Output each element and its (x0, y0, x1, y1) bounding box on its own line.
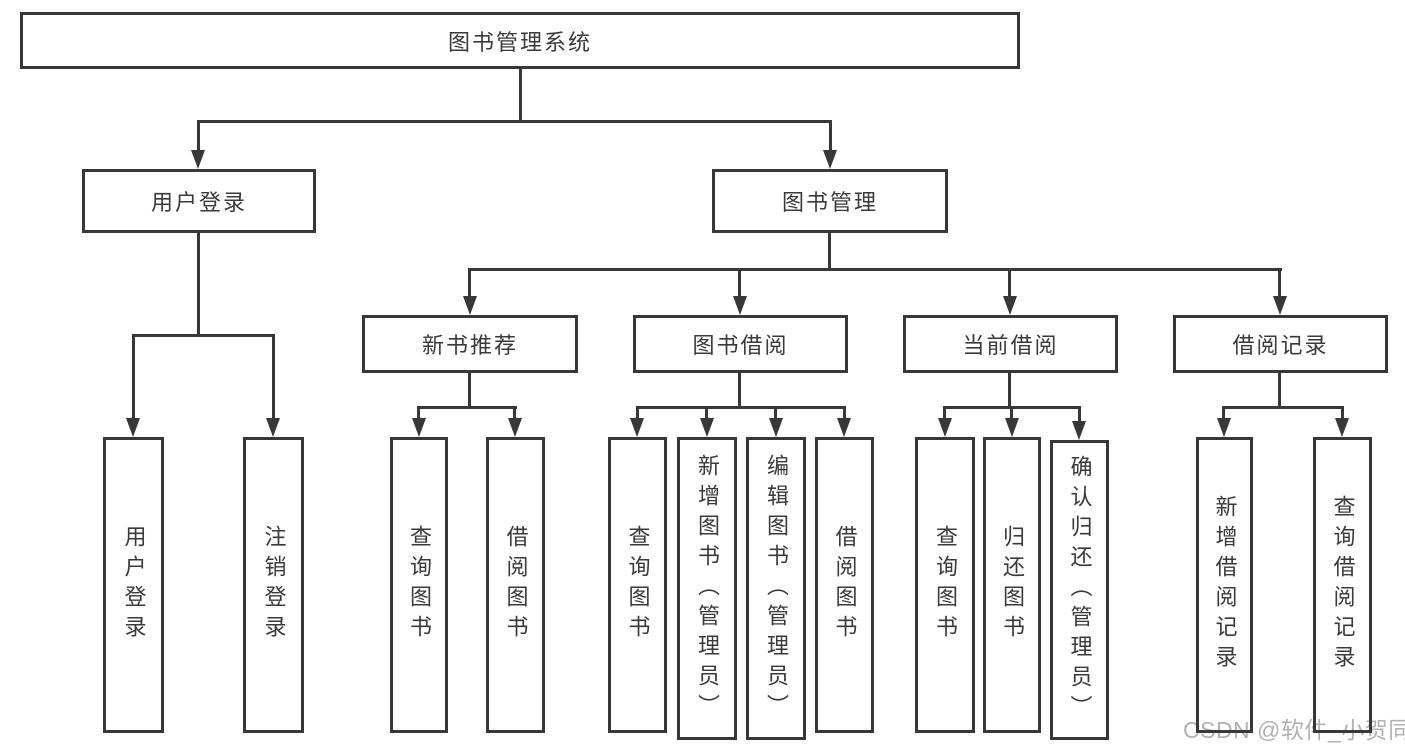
connector-newbook-stem-1 (417, 406, 420, 422)
leaf-borrow-borrow-books-label: 借阅图书 (832, 525, 858, 645)
connector-bookborrow-vline (738, 373, 741, 408)
node-root-label: 图书管理系统 (447, 29, 592, 55)
node-new-book-recommend-label: 新书推荐 (421, 333, 518, 358)
leaf-newbook-query-books-label: 查询图书 (407, 525, 432, 645)
connector-bookborrow-hline (636, 406, 846, 409)
connector-bookmgmt-stem-1 (468, 268, 471, 299)
leaf-add-borrow-record: 新增借阅记录 (1196, 437, 1253, 733)
arrow-down-icon (823, 150, 837, 169)
leaf-current-query-books-label: 查询图书 (933, 525, 958, 645)
node-current-borrow: 当前借阅 (903, 315, 1118, 373)
connector-currentborrow-vline (1008, 373, 1011, 408)
arrow-down-icon (733, 296, 747, 315)
connector-newbook-stem-2 (513, 406, 516, 422)
arrow-down-icon (769, 418, 783, 437)
leaf-user-login: 用户登录 (103, 437, 164, 733)
connector-borrowrecord-vline (1278, 373, 1281, 408)
leaf-query-borrow-record-label: 查询借阅记录 (1330, 495, 1356, 675)
arrow-down-icon (1273, 296, 1287, 315)
connector-currentborrow-stem-1 (943, 406, 946, 422)
node-book-management-label: 图书管理 (781, 190, 878, 215)
arrow-down-icon (630, 418, 644, 437)
leaf-newbook-borrow-books: 借阅图书 (486, 437, 545, 733)
connector-root-stem-right (829, 120, 832, 154)
csdn-watermark: CSDN @软件_小贺同学 (1183, 717, 1405, 743)
arrow-down-icon (508, 418, 522, 437)
node-book-borrow-label: 图书借阅 (692, 333, 789, 358)
leaf-borrow-query-books-label: 查询图书 (625, 525, 651, 645)
leaf-logout: 注销登录 (243, 437, 304, 733)
leaf-add-books-admin-label: 新增图书（管理员） (695, 453, 720, 724)
connector-userlogin-stem-2 (272, 334, 275, 421)
arrow-down-icon (938, 418, 952, 437)
node-borrow-records-label: 借阅记录 (1232, 333, 1329, 358)
connector-borrowrecord-stem-1 (1222, 406, 1225, 422)
connector-bookmgmt-stem-4 (1278, 268, 1281, 299)
leaf-confirm-return-admin: 确认归还（管理员） (1050, 440, 1109, 740)
node-borrow-records: 借阅记录 (1173, 315, 1388, 373)
connector-userlogin-stem-1 (132, 334, 135, 421)
connector-bookmgmt-hline (468, 268, 1282, 271)
connector-bookborrow-stem-2 (705, 406, 708, 422)
connector-bookborrow-stem-1 (636, 406, 639, 422)
leaf-edit-books-admin: 编辑图书（管理员） (746, 437, 806, 740)
leaf-user-login-label: 用户登录 (121, 525, 147, 645)
connector-newbook-hline (417, 406, 517, 409)
connector-newbook-vline (468, 373, 471, 408)
leaf-confirm-return-admin-label: 确认归还（管理员） (1067, 455, 1093, 725)
connector-bookmgmt-stem-3 (1008, 268, 1011, 299)
connector-bookborrow-stem-4 (843, 406, 846, 422)
node-book-management: 图书管理 (712, 169, 948, 233)
connector-borrowrecord-hline (1222, 406, 1344, 409)
leaf-logout-label: 注销登录 (261, 525, 287, 645)
leaf-edit-books-admin-label: 编辑图书（管理员） (764, 453, 789, 724)
leaf-add-borrow-record-label: 新增借阅记录 (1212, 495, 1238, 675)
arrow-down-icon (1217, 418, 1231, 437)
leaf-query-borrow-record: 查询借阅记录 (1313, 437, 1372, 733)
node-current-borrow-label: 当前借阅 (962, 333, 1059, 358)
arrow-down-icon (700, 418, 714, 437)
arrow-down-icon (1003, 296, 1017, 315)
node-user-login: 用户登录 (82, 169, 316, 233)
arrow-down-icon (1335, 418, 1349, 437)
arrow-down-icon (266, 418, 280, 437)
connector-bookborrow-stem-3 (774, 406, 777, 422)
arrow-down-icon (126, 418, 140, 437)
arrow-down-icon (1005, 418, 1019, 437)
node-root: 图书管理系统 (20, 12, 1020, 69)
node-book-borrow: 图书借阅 (633, 315, 848, 373)
arrow-down-icon (191, 150, 205, 169)
connector-borrowrecord-stem-2 (1341, 406, 1344, 422)
connector-currentborrow-stem-3 (1078, 406, 1081, 424)
arrow-down-icon (837, 418, 851, 437)
leaf-newbook-borrow-books-label: 借阅图书 (503, 525, 529, 645)
node-user-login-label: 用户登录 (150, 190, 247, 215)
connector-bookmgmt-vline (828, 233, 831, 270)
leaf-return-books: 归还图书 (983, 437, 1041, 733)
leaf-borrow-query-books: 查询图书 (608, 437, 667, 733)
leaf-return-books-label: 归还图书 (1000, 525, 1025, 645)
leaf-newbook-query-books: 查询图书 (390, 437, 448, 733)
connector-root-stem-left (197, 120, 200, 154)
arrow-down-icon (412, 418, 426, 437)
connector-currentborrow-stem-2 (1010, 406, 1013, 422)
connector-bookmgmt-stem-2 (738, 268, 741, 299)
node-new-book-recommend: 新书推荐 (362, 315, 578, 373)
arrow-down-icon (463, 296, 477, 315)
connector-userlogin-vline (197, 233, 200, 335)
leaf-borrow-borrow-books: 借阅图书 (815, 437, 874, 733)
connector-userlogin-hline (132, 334, 275, 337)
connector-root-vline (519, 69, 522, 120)
arrow-down-icon (1072, 421, 1086, 440)
leaf-current-query-books: 查询图书 (915, 437, 975, 733)
connector-root-hline (197, 120, 832, 123)
leaf-add-books-admin: 新增图书（管理员） (677, 437, 737, 740)
